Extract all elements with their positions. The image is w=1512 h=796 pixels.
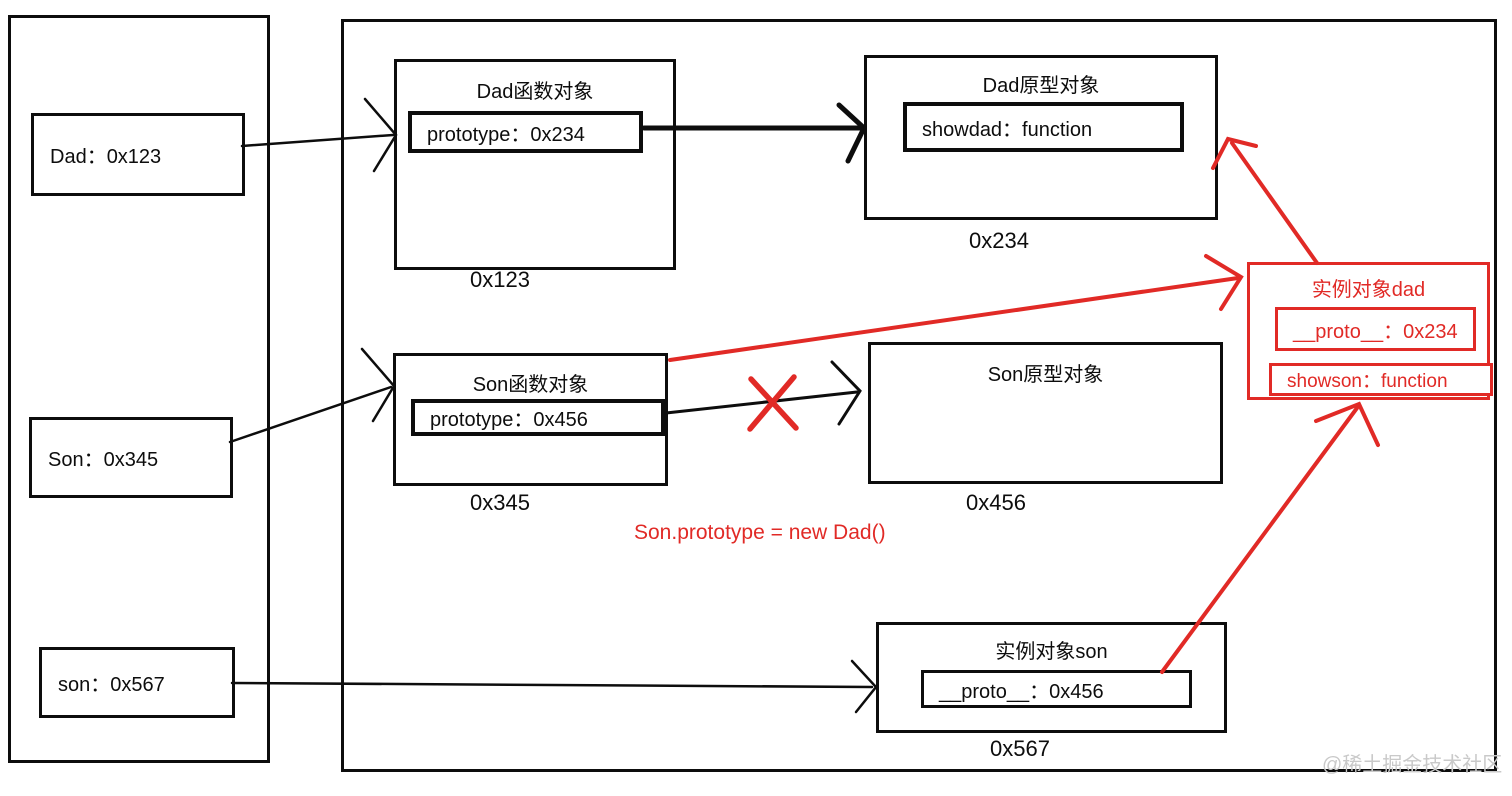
- dad-prototype-field-text: prototype：0x234: [427, 123, 585, 146]
- var-dad-label: Dad：0x123: [50, 146, 162, 168]
- son-prototype-object-box: Son原型对象: [868, 342, 1223, 484]
- son-function-address: 0x345: [470, 490, 530, 515]
- var-box-dad: Dad：0x123: [31, 113, 245, 196]
- dad-prototype-object-box: Dad原型对象 showdad：function: [864, 55, 1218, 220]
- dad-function-object-title: Dad函数对象: [476, 81, 594, 103]
- son-prototype-field: prototype：0x456: [411, 399, 665, 436]
- dad-function-address: 0x123: [470, 267, 530, 292]
- son-prototype-field-text: prototype：0x456: [430, 409, 588, 431]
- instance-dad-showson-field: showson：function: [1269, 363, 1493, 396]
- instance-son-proto-text: __proto__：0x456: [939, 680, 1104, 703]
- instance-dad-showson-text: showson：function: [1287, 371, 1448, 392]
- code-annotation: Son.prototype = new Dad(): [634, 521, 886, 544]
- son-prototype-object-title: Son原型对象: [987, 364, 1104, 386]
- showdad-field-text: showdad：function: [922, 118, 1093, 141]
- son-function-object-title: Son函数对象: [472, 374, 589, 396]
- var-box-son-instance: son：0x567: [39, 647, 235, 718]
- var-son-instance-label: son：0x567: [58, 674, 165, 696]
- var-son-ctor-label: Son：0x345: [48, 449, 159, 471]
- dad-prototype-field: prototype：0x234: [408, 111, 643, 153]
- instance-son-title: 实例对象son: [995, 641, 1108, 663]
- instance-son-address: 0x567: [990, 736, 1050, 761]
- instance-son-proto-field: __proto__：0x456: [921, 670, 1192, 708]
- dad-prototype-object-title: Dad原型对象: [982, 75, 1100, 97]
- instance-dad-proto-text: __proto__：0x234: [1293, 320, 1458, 343]
- son-function-object-box: Son函数对象 prototype：0x456: [393, 353, 668, 486]
- dad-function-object-box: Dad函数对象 prototype：0x234: [394, 59, 676, 270]
- showdad-field: showdad：function: [903, 102, 1184, 152]
- dad-prototype-address: 0x234: [969, 228, 1029, 253]
- instance-son-box: 实例对象son __proto__：0x456: [876, 622, 1227, 733]
- son-prototype-address: 0x456: [966, 490, 1026, 515]
- watermark: @稀土掘金技术社区: [1322, 754, 1503, 776]
- instance-dad-box: 实例对象dad __proto__：0x234 showson：function: [1247, 262, 1493, 400]
- instance-dad-proto-field: __proto__：0x234: [1275, 307, 1476, 351]
- instance-dad-title: 实例对象dad: [1311, 279, 1426, 301]
- var-box-son-ctor: Son：0x345: [29, 417, 233, 498]
